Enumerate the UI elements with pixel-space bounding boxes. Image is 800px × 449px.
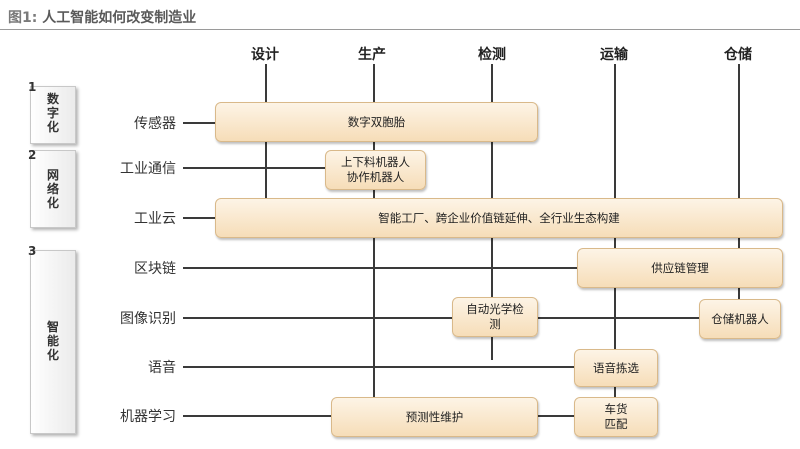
predictive-maintenance-text: 预测性维护 — [405, 409, 464, 424]
warehouse-robot-text: 仓储机器人 — [711, 311, 769, 326]
robots-line1: 上下料机器人 — [341, 155, 410, 169]
stage-intelligence — [30, 250, 76, 434]
predictive-maintenance-box: 预测性维护 — [331, 397, 538, 437]
vehicle-matching-line1: 车货 — [604, 402, 628, 416]
blockchain-hline — [183, 267, 577, 269]
warehouse-vline — [738, 64, 740, 308]
stage-3-label: 智能化 — [46, 320, 59, 362]
row-machine-learning: 机器学习 — [120, 409, 176, 425]
sensor-hline — [183, 122, 215, 124]
column-design: 设计 — [251, 47, 279, 63]
stage-2-label: 网络化 — [46, 168, 59, 210]
vehicle-matching-line2: 匹配 — [604, 417, 628, 431]
stage-digitalization — [30, 86, 76, 144]
production-vline — [373, 64, 375, 436]
stage-networking — [30, 150, 76, 228]
stage-1-label: 数字化 — [46, 92, 59, 134]
communication-hline — [183, 167, 325, 169]
row-industrial-cloud: 工业云 — [134, 211, 176, 227]
column-production: 生产 — [358, 47, 386, 63]
optical-inspection-line2: 测 — [489, 317, 501, 331]
figure-title-text: 人工智能如何改变制造业 — [42, 10, 197, 26]
row-sensor: 传感器 — [134, 116, 176, 132]
title-divider — [0, 29, 800, 30]
robots-line2: 协作机器人 — [346, 170, 405, 184]
industrial-cloud-text: 智能工厂、跨企业价值链延伸、全行业生态构建 — [378, 210, 620, 225]
column-inspection: 检测 — [478, 47, 506, 63]
row-blockchain: 区块链 — [134, 261, 176, 277]
stage-3-number: 3 — [28, 244, 37, 258]
digital-twin-box: 数字双胞胎 — [215, 102, 538, 142]
optical-inspection-line1: 自动光学检 — [466, 302, 524, 316]
figure-label: 图1: — [8, 10, 38, 26]
figure-title: 图1: 人工智能如何改变制造业 — [8, 7, 196, 27]
row-industrial-communication: 工业通信 — [120, 161, 176, 177]
voice-hline — [183, 366, 577, 368]
image-recognition-hline — [183, 317, 699, 319]
digital-twin-text: 数字双胞胎 — [347, 114, 406, 129]
cloud-hline — [183, 217, 215, 219]
row-image-recognition: 图像识别 — [120, 311, 176, 327]
supply-chain-text: 供应链管理 — [651, 260, 709, 275]
vehicle-matching-box: 车货 匹配 — [574, 397, 658, 437]
supply-chain-box: 供应链管理 — [577, 248, 783, 288]
stage-1-number: 1 — [28, 80, 37, 94]
row-voice: 语音 — [148, 360, 176, 376]
industrial-cloud-box: 智能工厂、跨企业价值链延伸、全行业生态构建 — [215, 198, 783, 238]
stage-2-number: 2 — [28, 148, 37, 162]
column-warehouse: 仓储 — [724, 47, 752, 63]
warehouse-robot-box: 仓储机器人 — [699, 299, 781, 339]
voice-picking-text: 语音拣选 — [593, 360, 639, 375]
column-transport: 运输 — [600, 47, 628, 63]
robots-box: 上下料机器人 协作机器人 — [325, 150, 426, 190]
optical-inspection-box: 自动光学检 测 — [452, 297, 538, 337]
voice-picking-box: 语音拣选 — [574, 349, 658, 387]
figure-title-bar: 图1: 人工智能如何改变制造业 — [0, 0, 800, 30]
